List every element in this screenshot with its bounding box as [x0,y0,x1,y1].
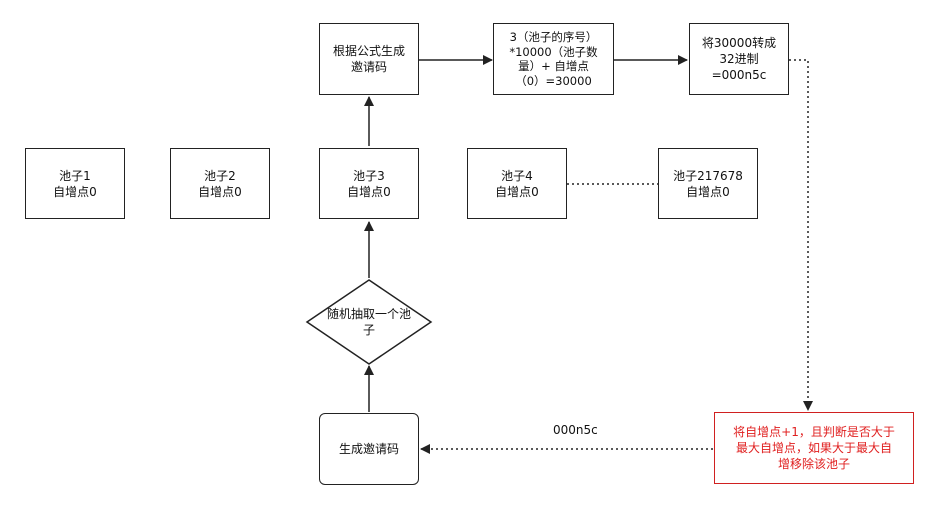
decision-label: 随机抽取一个池 子 [326,307,411,337]
convert-node: 将30000转成 32进制 =000n5c [689,23,789,95]
calc-node: 3（池子的序号） *10000（池子数 量）+ 自增点 （0）=30000 [493,23,614,95]
generate-node: 生成邀请码 [319,413,419,485]
formula-node: 根据公式生成 邀请码 [319,23,419,95]
dotted-arrow-convert-to-increment [789,59,813,411]
pool3-node: 池子3 自增点0 [319,148,419,219]
pool217678-node: 池子217678 自增点0 [658,148,758,219]
pool1-node: 池子1 自增点0 [25,148,125,219]
decision-diamond [305,279,433,365]
increment-node: 将自增点+1，且判断是否大于 最大自增点，如果大于最大自 增移除该池子 [714,412,914,484]
pool2-node: 池子2 自增点0 [170,148,270,219]
result-edge-label: 000n5c [553,423,598,437]
pool4-node: 池子4 自增点0 [467,148,567,219]
